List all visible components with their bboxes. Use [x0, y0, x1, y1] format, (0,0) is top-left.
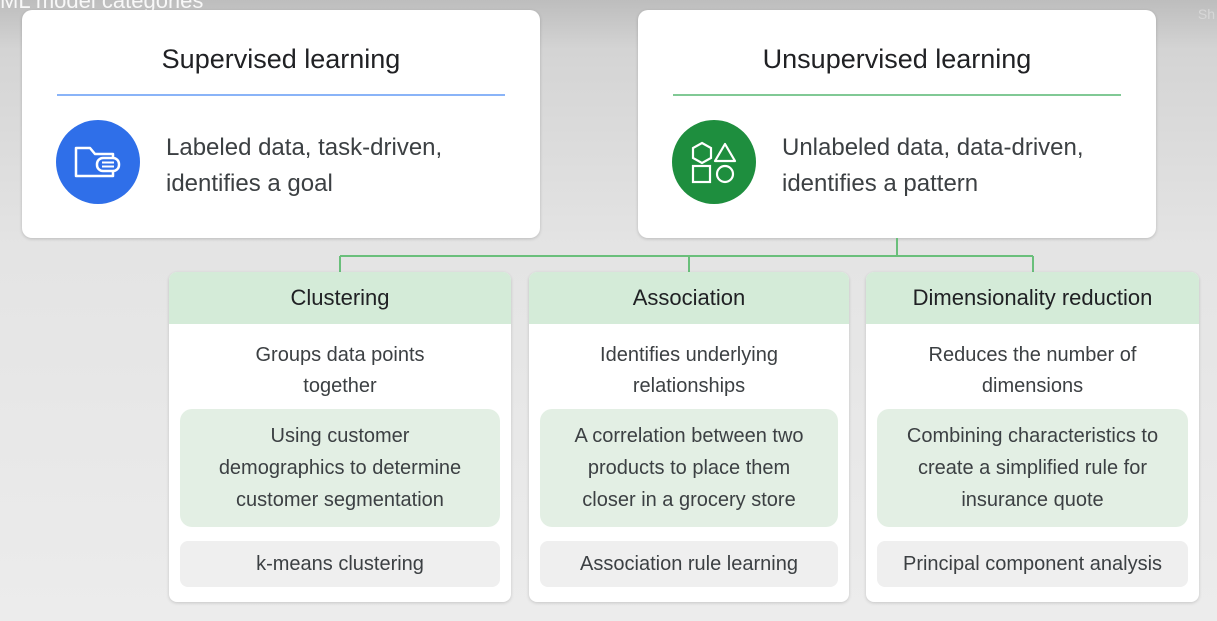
shapes-icon: [672, 120, 756, 204]
unsupervised-title: Unsupervised learning: [762, 44, 1032, 74]
supervised-description: Labeled data, task-driven, identifies a …: [166, 134, 443, 197]
association-description: Identifies underlying relationships: [600, 344, 778, 397]
folder-icon: [56, 120, 140, 204]
association-example: A correlation between two products to pl…: [540, 409, 838, 527]
dimensionality-description: Reduces the number of dimensions: [928, 344, 1137, 397]
supervised-divider: [57, 94, 505, 96]
clustering-title: Clustering: [169, 272, 511, 324]
supervised-title: Supervised learning: [161, 44, 401, 74]
unsupervised-description: Unlabeled data, data-driven, identifies …: [782, 134, 1084, 197]
supervised-learning-card: Supervised learning Labeled data, task-d…: [22, 10, 540, 238]
clustering-algorithm: k-means clustering: [180, 541, 500, 587]
clustering-example: Using customer demographics to determine…: [180, 409, 500, 527]
dimensionality-reduction-card: Dimensionality reduction Reduces the num…: [866, 272, 1199, 602]
clustering-card: Clustering Groups data points together U…: [169, 272, 511, 602]
dimensionality-algorithm: Principal component analysis: [877, 541, 1188, 587]
association-algorithm: Association rule learning: [540, 541, 838, 587]
association-card: Association Identifies underlying relati…: [529, 272, 849, 602]
watermark-text: Sh: [1197, 6, 1215, 22]
unsupervised-learning-card: Unsupervised learning Unlabeled data, da…: [638, 10, 1156, 238]
dimensionality-title: Dimensionality reduction: [866, 272, 1199, 324]
section-title: ML model categories: [0, 0, 204, 13]
clustering-description: Groups data points together: [255, 344, 425, 397]
association-title: Association: [529, 272, 849, 324]
unsupervised-divider: [673, 94, 1121, 96]
dimensionality-example: Combining characteristics to create a si…: [877, 409, 1188, 527]
